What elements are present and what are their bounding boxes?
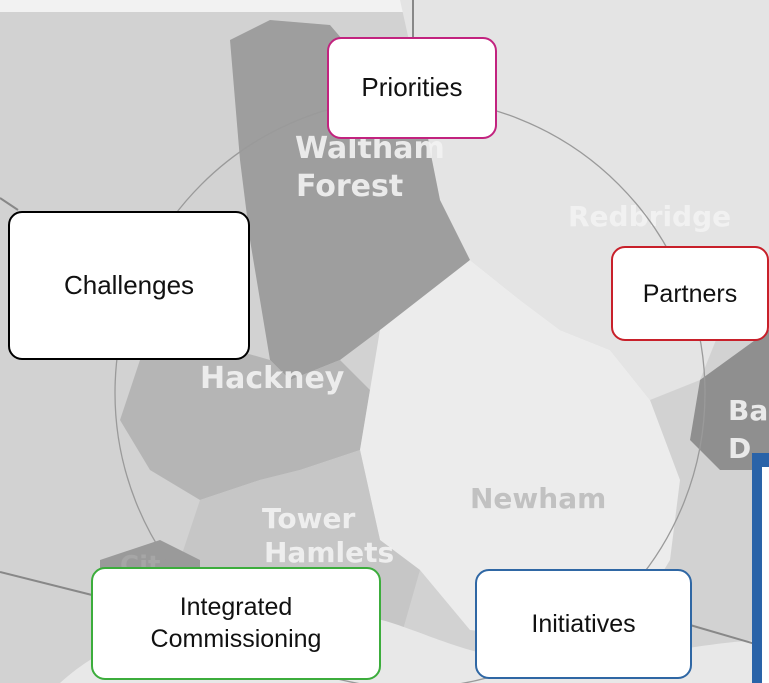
node-priorities[interactable]: Priorities	[327, 37, 497, 139]
connector-integrated-commissioning	[0, 571, 93, 596]
map-label-newham: Newham	[470, 482, 606, 515]
node-initiatives[interactable]: Initiatives	[475, 569, 692, 679]
map-label-redbridge: Redbridge	[568, 200, 731, 233]
map-region-barking	[690, 330, 769, 470]
map-label-hackney: Hackney	[200, 361, 345, 396]
node-challenges[interactable]: Challenges	[8, 211, 250, 360]
map-label-tower-hamlets: Tower Hamlets	[262, 502, 394, 569]
node-partners[interactable]: Partners	[611, 246, 769, 341]
node-integrated-commissioning[interactable]: Integrated Commissioning	[91, 567, 381, 680]
map-region-hackney	[120, 340, 370, 500]
side-panel-inner	[762, 467, 769, 683]
map-region-newham	[360, 260, 680, 640]
connector-challenges	[0, 197, 19, 211]
map-label-barking-partial: Ba D	[728, 394, 769, 465]
